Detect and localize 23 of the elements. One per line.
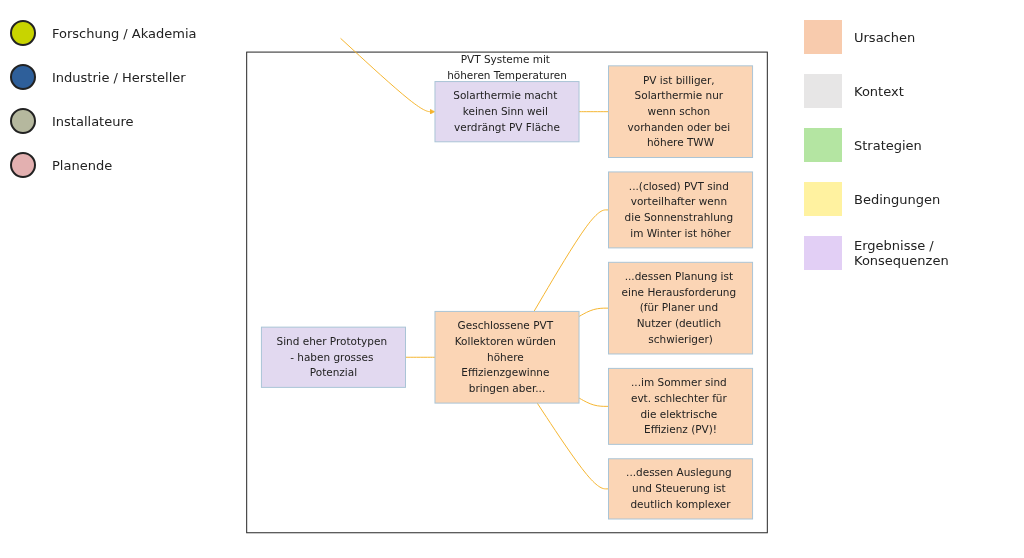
legend-label: Planende xyxy=(52,157,113,173)
legend-label: Kontext xyxy=(854,83,904,99)
legend-label: Strategien xyxy=(854,137,922,153)
node-box: ...(closed) PVT sind vorteilhafter wenn die Sonnenstrahlung im Winter ist höher xyxy=(608,171,754,249)
legend-label: Forschung / Akademia xyxy=(52,25,197,41)
node-box: Geschlossene PVT Kollektoren würden höhere Effizienzgewinne bringen aber... xyxy=(434,310,580,404)
connector xyxy=(578,307,609,317)
node-box: Solarthermie macht keinen Sinn weil verdrängt PV Fläche xyxy=(434,81,580,143)
node-box: ...im Sommer sind evt. schlechter für die elektrische Effizienz (PV)! xyxy=(608,367,754,445)
node-box: ...dessen Planung ist eine Herausforderung (für Planer und Nutzer (deutlich schwieriger) xyxy=(608,261,754,355)
legend-label: Installateure xyxy=(52,113,134,129)
connector xyxy=(533,209,609,312)
connector xyxy=(578,111,609,113)
legend-label: Ursachen xyxy=(854,29,916,45)
legend-label: Bedingungen xyxy=(854,191,941,207)
connector xyxy=(405,356,436,358)
node-box: PV ist billiger, Solarthermie nur wenn schon vorhanden oder bei höhere TWW xyxy=(608,65,754,158)
legend-label: Ergebnisse / Konsequenzen xyxy=(854,238,950,268)
connector xyxy=(536,402,609,490)
node-box: ...dessen Auslegung und Steuerung ist deutlich komplexer xyxy=(608,458,754,520)
connector xyxy=(578,397,609,407)
node-box: Sind eher Prototypen - haben grosses Potenzial xyxy=(260,326,406,388)
legend-label: Industrie / Hersteller xyxy=(52,69,186,85)
